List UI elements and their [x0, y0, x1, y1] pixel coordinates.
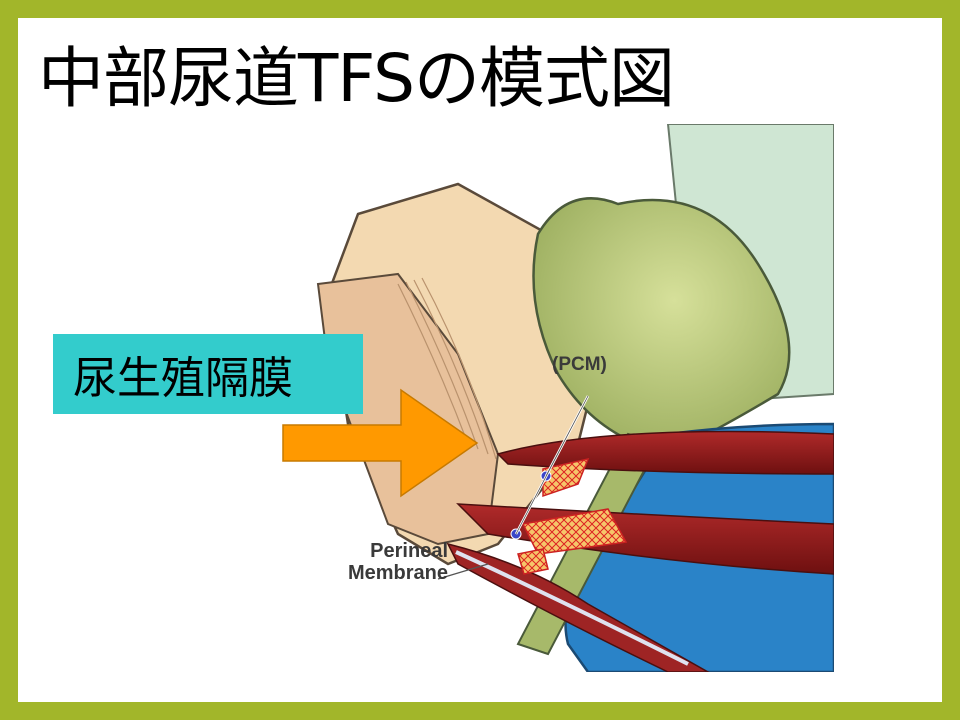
slide-title: 中部尿道TFSの模式図	[38, 40, 675, 117]
perineal-label-line1: Perineal	[370, 540, 448, 562]
arrow-icon	[281, 388, 481, 502]
perineal-pointer-line	[437, 563, 489, 580]
mesh-sling-upper	[542, 457, 590, 498]
bladder	[532, 197, 791, 456]
pcm-label: (PCM)	[552, 354, 607, 375]
mesh-sling-middle	[521, 508, 628, 555]
callout-box: 尿生殖隔膜	[53, 334, 363, 414]
perineal-label-line2: Membrane	[347, 562, 448, 584]
slide: 中部尿道TFSの模式図	[18, 18, 942, 702]
perineal-membrane-line	[455, 550, 689, 666]
mesh-sling-lower	[517, 548, 549, 575]
perineal-membrane-label: Perineal Membrane	[298, 540, 448, 584]
pcm-pointer-lines-outline	[515, 395, 589, 535]
